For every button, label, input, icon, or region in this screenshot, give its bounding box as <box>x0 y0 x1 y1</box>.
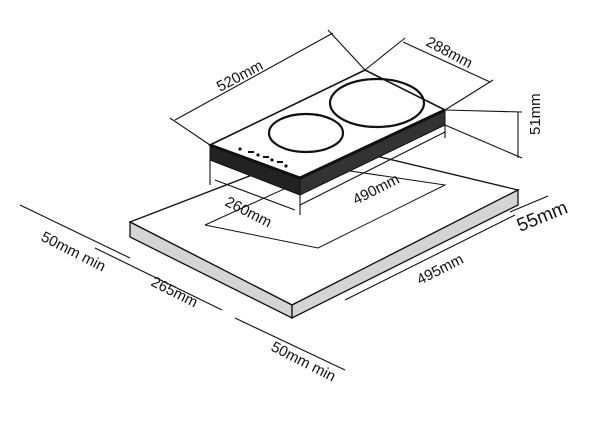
width-label: 520mm <box>214 57 266 95</box>
worktop-length-label: 495mm <box>414 251 466 289</box>
height-label: 51mm <box>527 93 544 135</box>
side-clearance-label: 50mm min <box>38 228 108 275</box>
hob-frame-band <box>209 108 446 180</box>
small-cooking-zone <box>267 112 345 154</box>
hob <box>207 69 447 196</box>
depth-label: 288mm <box>423 34 475 72</box>
worktop-thickness-label: 55mm <box>514 197 571 236</box>
touch-controls-icon <box>238 147 288 168</box>
worktop-depth-label: 265mm <box>148 273 200 311</box>
dimension-lines <box>19 29 549 371</box>
worktop-right-face <box>291 188 519 320</box>
large-cooking-zone <box>328 77 426 129</box>
